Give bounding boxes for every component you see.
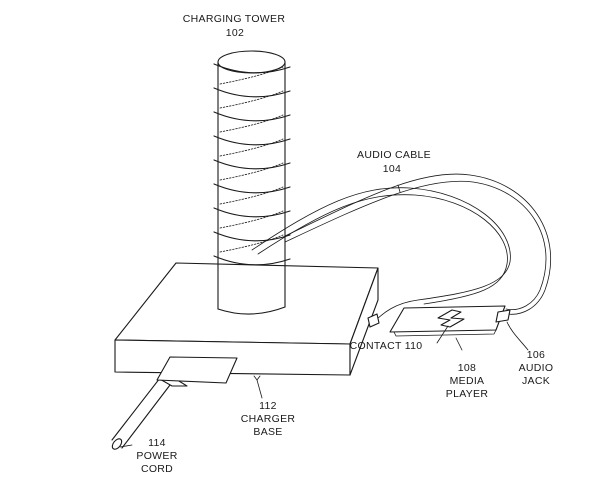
arrow-charger-base — [254, 376, 260, 380]
label-charging-tower: CHARGING TOWER — [183, 13, 286, 25]
leader-media-player — [456, 338, 462, 350]
ref-audio-jack: 106 — [527, 349, 545, 361]
charging-tower — [214, 51, 290, 314]
label-charger-base-2: BASE — [253, 426, 282, 438]
ref-media-player: 108 — [458, 362, 476, 374]
leader-audio-jack — [507, 322, 528, 350]
power-cord-plug — [157, 357, 237, 383]
power-cord-line-a — [112, 378, 160, 440]
ref-charging-tower: 102 — [226, 27, 244, 39]
label-audio-cable: AUDIO CABLE — [357, 149, 431, 161]
label-audio-jack-1: AUDIO — [519, 362, 554, 374]
leader-audio-cable — [398, 185, 400, 192]
labels: CHARGING TOWER 102 AUDIO CABLE 104 CONTA… — [136, 13, 553, 475]
media-player — [390, 306, 510, 336]
label-media-player-2: PLAYER — [446, 388, 489, 400]
leader-charger-base — [257, 380, 262, 398]
label-power-cord-1: POWER — [136, 450, 177, 462]
label-media-player-1: MEDIA — [450, 375, 485, 387]
ref-power-cord: 114 — [148, 437, 166, 449]
audio-jack-plug — [496, 310, 510, 322]
label-contact: CONTACT 110 — [350, 340, 423, 352]
label-audio-jack-2: JACK — [522, 375, 550, 387]
ref-audio-cable: 104 — [383, 163, 401, 175]
tower-top — [218, 51, 285, 73]
label-power-cord-2: CORD — [141, 463, 173, 475]
ref-charger-base: 112 — [259, 400, 277, 412]
leader-power-cord — [120, 445, 132, 447]
label-charger-base-1: CHARGER — [241, 413, 296, 425]
